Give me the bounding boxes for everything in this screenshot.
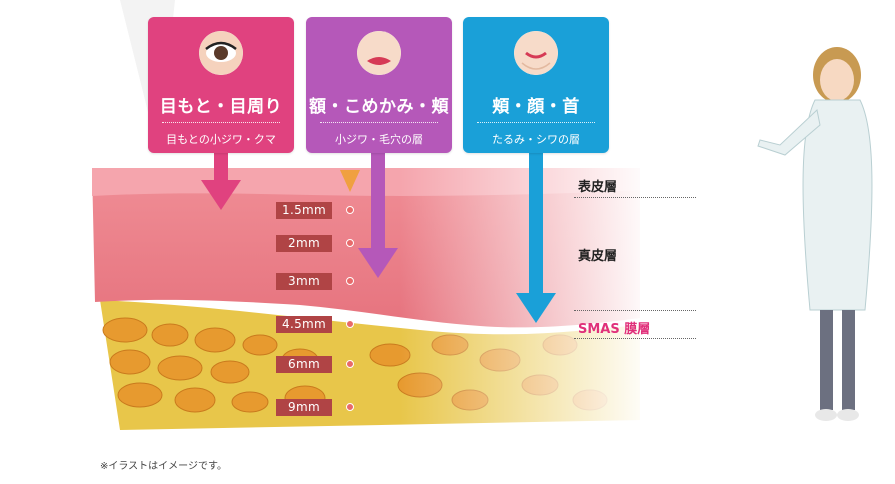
depth-badge: 3mm xyxy=(276,273,332,290)
card-separator xyxy=(320,122,438,123)
depth-badge: 2mm xyxy=(276,235,332,252)
card-separator xyxy=(162,122,280,123)
eye-face-icon xyxy=(199,31,243,75)
depth-badge: 9mm xyxy=(276,399,332,416)
card-eye-area: 目もと・目周り 目もとの小ジワ・クマ xyxy=(148,17,294,153)
lips-face-icon xyxy=(357,31,401,75)
card-subtitle: 目もとの小ジワ・クマ xyxy=(166,133,276,146)
illustration-note: ※イラストはイメージです。 xyxy=(100,461,227,472)
layer-divider xyxy=(574,310,696,311)
arrow-eye xyxy=(201,150,241,210)
card-separator xyxy=(477,122,595,123)
card-cheek-area: 頬・顔・首 たるみ・シワの層 xyxy=(463,17,609,153)
card-title: 目もと・目周り xyxy=(159,97,283,117)
depth-badge: 4.5mm xyxy=(276,316,332,333)
card-subtitle: 小ジワ・毛穴の層 xyxy=(335,133,423,146)
layer-label-epidermis: 表皮層 xyxy=(578,180,618,195)
card-title: 額・こめかみ・頬 xyxy=(309,97,449,117)
depth-badge: 1.5mm xyxy=(276,202,332,219)
doctor-illustration xyxy=(757,47,873,421)
depth-dots xyxy=(346,206,354,411)
layer-divider xyxy=(574,197,696,198)
depth-badge: 6mm xyxy=(276,356,332,373)
chin-face-icon xyxy=(514,31,558,75)
layer-divider xyxy=(574,338,696,339)
arrow-cheek xyxy=(516,150,556,323)
card-forehead-area: 額・こめかみ・頬 小ジワ・毛穴の層 xyxy=(306,17,452,153)
card-subtitle: たるみ・シワの層 xyxy=(492,133,580,146)
card-title: 頬・顔・首 xyxy=(492,97,580,117)
layer-label-smas: SMAS 膜層 xyxy=(578,322,651,337)
layer-label-dermis: 真皮層 xyxy=(578,249,618,264)
arrow-forehead xyxy=(358,150,398,278)
